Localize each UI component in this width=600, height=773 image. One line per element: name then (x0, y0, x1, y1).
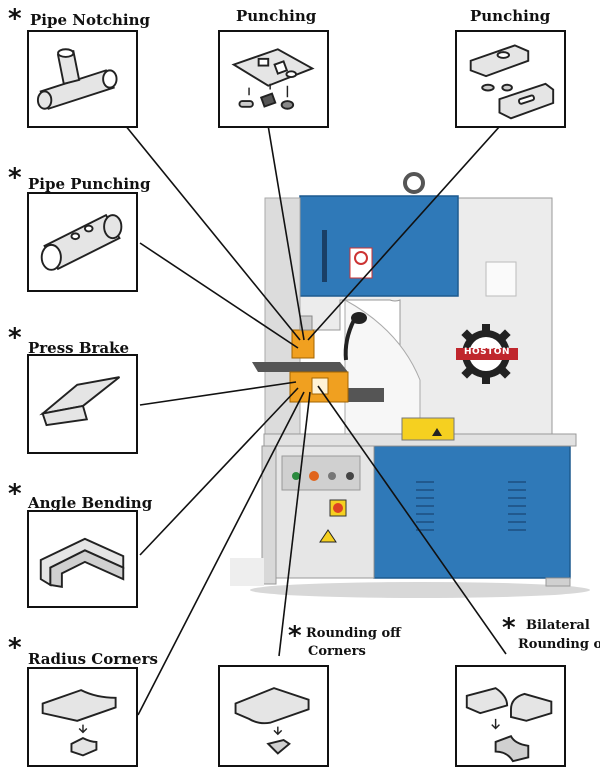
label-punching-2: Punching (470, 7, 551, 25)
label-press-brake: Press Brake (28, 339, 130, 357)
label-angle-bending: Angle Bending (28, 494, 153, 512)
star-marker: * (8, 479, 22, 509)
sheet-punching-icon (231, 48, 315, 110)
label-radius-corners: Radius Corners (28, 650, 158, 668)
press-brake-icon (39, 376, 121, 427)
label-pipe-notching: Pipe Notching (30, 11, 151, 29)
star-marker: * (288, 621, 302, 651)
star-marker: * (8, 163, 22, 193)
main-switch-icon (333, 503, 343, 513)
angle-bending-panel (27, 510, 138, 608)
foot-pedal (401, 417, 455, 441)
rounding-corners-icon (234, 687, 310, 755)
pipe-notching-panel (27, 30, 138, 128)
radius-corners-icon (41, 689, 117, 757)
pipe-punching-panel (27, 192, 138, 292)
stop-button-icon (309, 471, 319, 481)
label-rounding-line1: Rounding off (306, 626, 401, 641)
label-pipe-punching: Pipe Punching (28, 175, 151, 193)
label-punching-1: Punching (236, 7, 317, 25)
channel-punching-icon (469, 44, 555, 120)
star-marker: * (8, 323, 22, 353)
lifting-eye-icon (403, 172, 425, 194)
radius-corners-panel (27, 667, 138, 767)
base-cabinet (373, 445, 571, 579)
pipe-punching-icon (40, 213, 123, 271)
angle-bending-icon (39, 537, 125, 588)
pipe-notching-icon (36, 48, 118, 110)
punch-tooling (291, 329, 315, 359)
brand-logo-text: HOSTON (464, 347, 510, 357)
star-marker: * (8, 4, 22, 34)
rounding-corners-panel (218, 665, 329, 767)
label-bilateral-line2: Rounding off (518, 637, 600, 652)
bilateral-rounding-icon (465, 687, 553, 763)
punching-panel-2 (455, 30, 566, 128)
press-brake-panel (27, 354, 138, 454)
star-marker: * (8, 633, 22, 663)
punching-panel-1 (218, 30, 329, 128)
label-rounding-line2: Corners (308, 644, 366, 659)
star-marker: * (502, 613, 516, 643)
start-button-icon (292, 472, 300, 480)
label-bilateral-line1: Bilateral (526, 618, 590, 633)
bilateral-rounding-panel (455, 665, 566, 767)
